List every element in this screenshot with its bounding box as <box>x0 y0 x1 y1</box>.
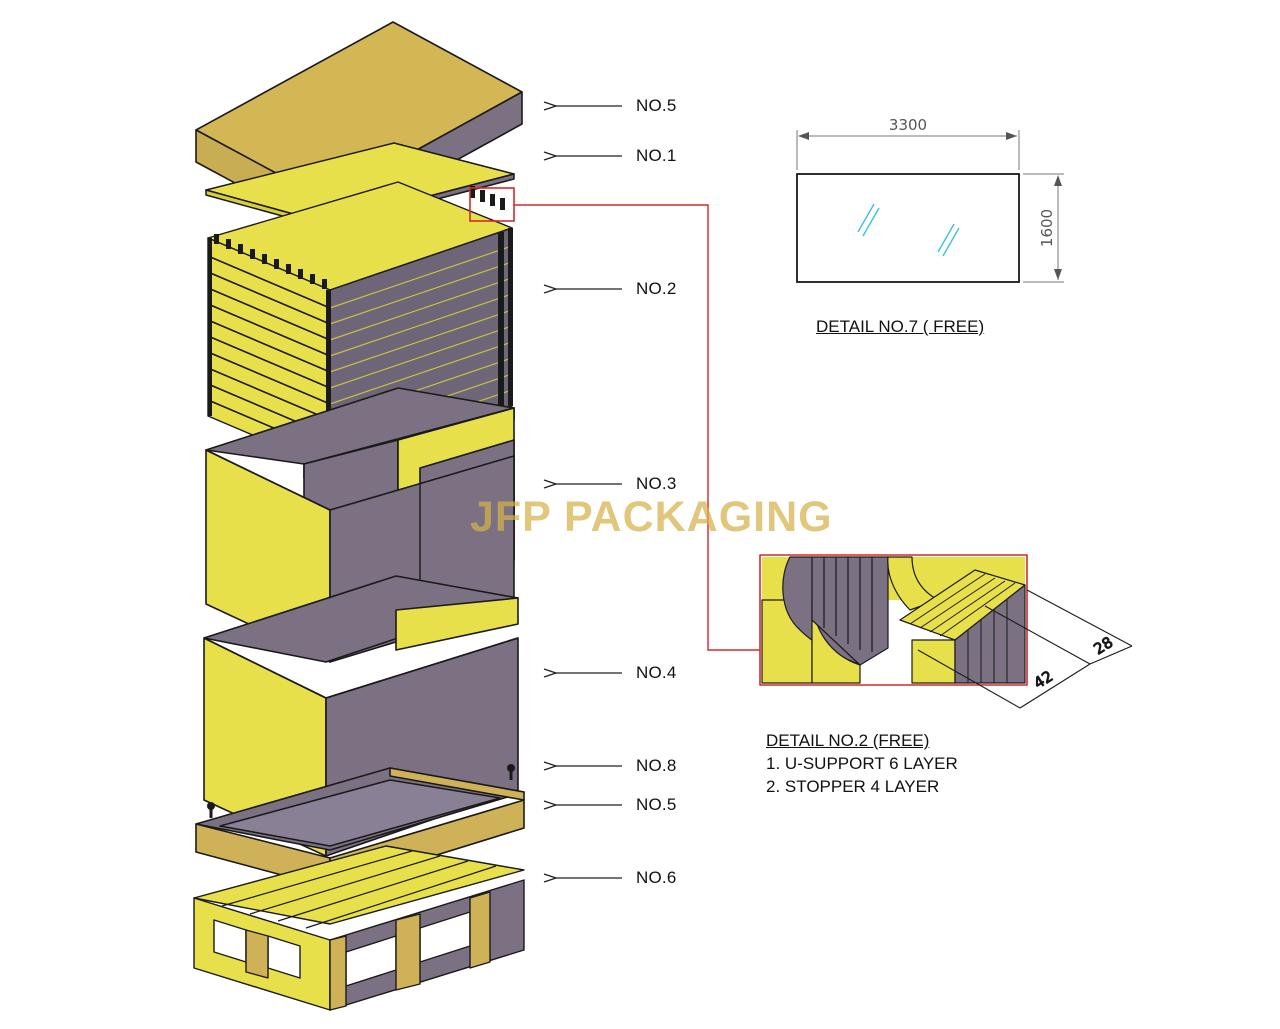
callout-no5-top: NO.5 <box>636 96 677 115</box>
callout-no8: NO.8 <box>636 756 677 775</box>
pallet <box>193 845 525 1011</box>
dimension-42: 42 <box>1030 667 1056 692</box>
callout-no5-bottom: NO.5 <box>636 795 677 814</box>
detail-2-note-2: 2. STOPPER 4 LAYER <box>766 777 940 796</box>
detail-2-title: DETAIL NO.2 (FREE) <box>766 731 930 750</box>
detail-7-drawing: 3300 1600 <box>796 116 1064 283</box>
detail-7-title: DETAIL NO.7 ( FREE) <box>816 317 985 336</box>
detail-2-note-1: 1. U-SUPPORT 6 LAYER <box>766 754 958 773</box>
width-dimension: 3300 <box>889 116 927 134</box>
watermark: JFP PACKAGING <box>470 493 833 541</box>
callout-arrows <box>556 106 622 878</box>
detail-2-drawing: 42 28 <box>759 554 1133 709</box>
callout-no1: NO.1 <box>636 146 677 165</box>
detail-leader-line <box>514 204 760 651</box>
glass-reflection-icon <box>857 203 960 257</box>
height-dimension: 1600 <box>1038 209 1056 247</box>
callout-no6: NO.6 <box>636 868 677 887</box>
callout-no2: NO.2 <box>636 279 677 298</box>
callout-no3: NO.3 <box>636 474 677 493</box>
callout-no4: NO.4 <box>636 663 677 682</box>
